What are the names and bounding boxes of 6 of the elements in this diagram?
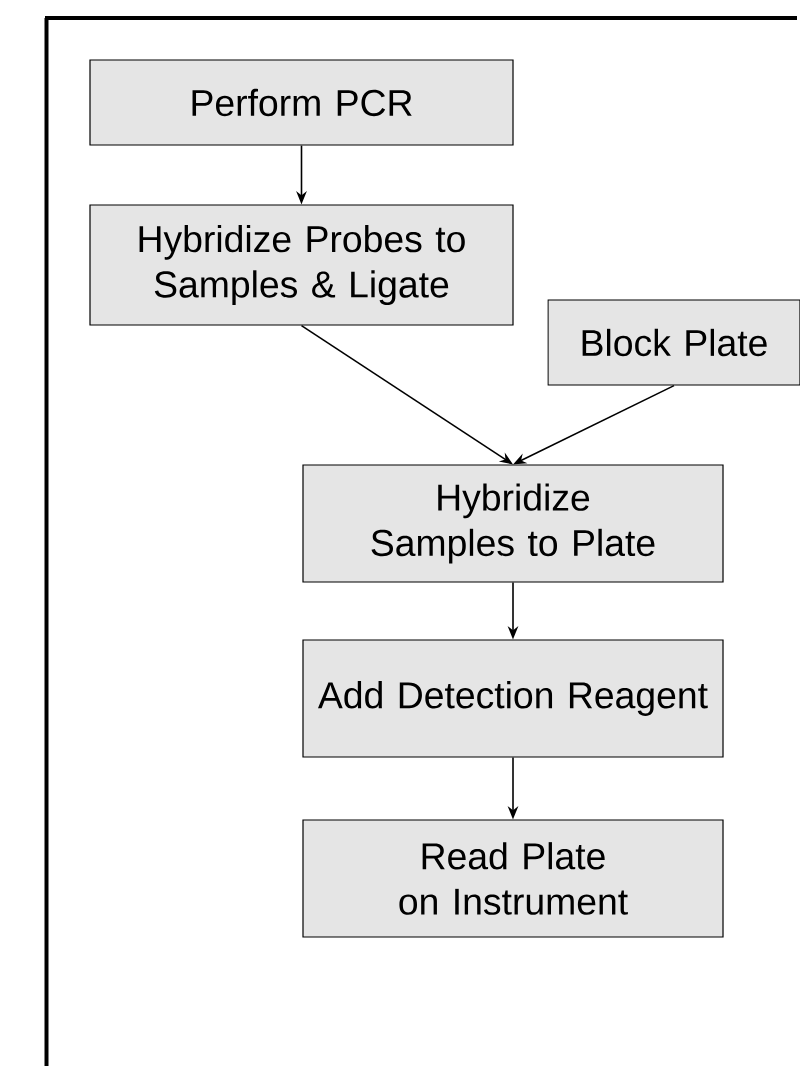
process-box: Add Detection Reagent bbox=[302, 639, 724, 758]
process-box: Read Plate on Instrument bbox=[302, 819, 724, 938]
process-box: Perform PCR bbox=[89, 59, 514, 146]
process-box: Hybridize Probes to Samples & Ligate bbox=[89, 204, 514, 326]
process-box: Block Plate bbox=[547, 299, 800, 386]
process-box: Hybridize Samples to Plate bbox=[302, 464, 724, 583]
